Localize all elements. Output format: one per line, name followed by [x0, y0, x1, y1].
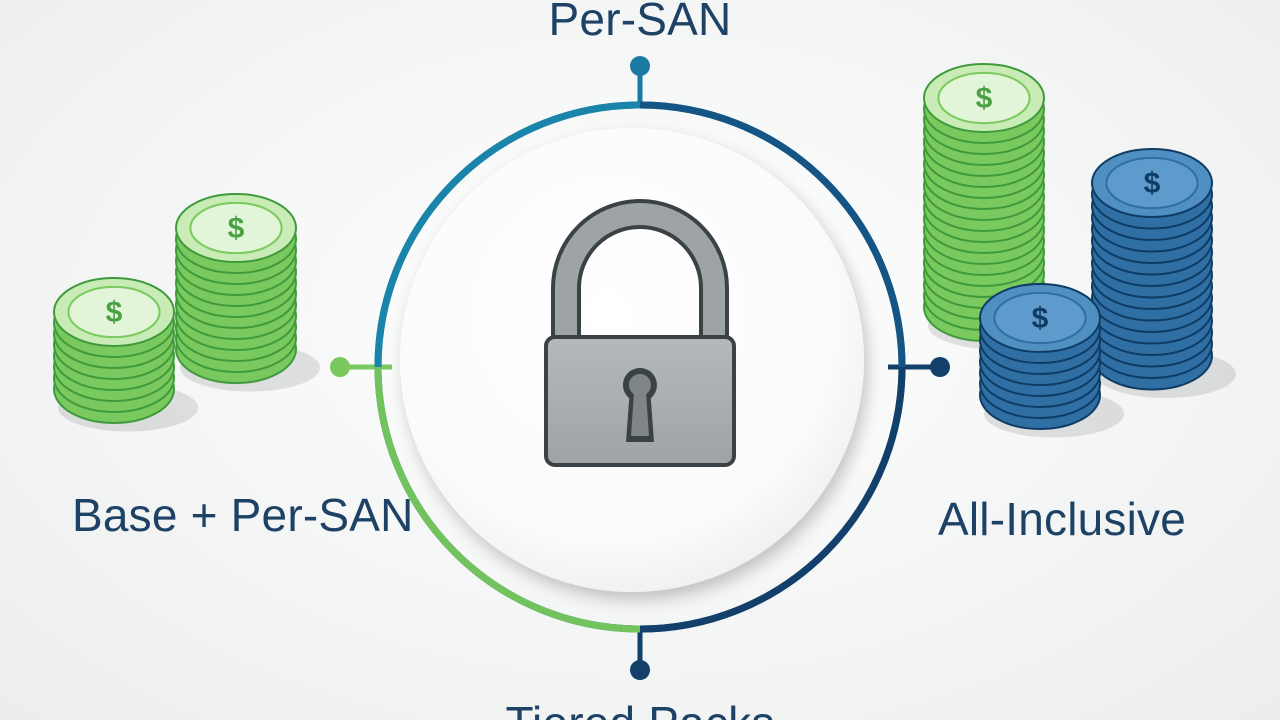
dollar-icon: $ — [228, 212, 245, 245]
dollar-icon: $ — [1032, 302, 1049, 335]
connector-left — [330, 357, 392, 377]
connector-top — [630, 56, 650, 106]
coin-stack-left-tall: $ — [175, 193, 320, 392]
dollar-icon: $ — [106, 296, 123, 329]
coin-stack-right-blue-short: $ — [979, 283, 1124, 438]
label-all-inclusive: All-Inclusive — [938, 493, 1187, 545]
outer-ring — [374, 101, 906, 633]
coin-stack-left-short: $ — [53, 277, 198, 432]
label-per-san: Per-SAN — [548, 0, 732, 45]
connector-bottom — [630, 628, 650, 680]
label-base-plus-per-san: Base + Per-SAN — [72, 489, 414, 541]
coin-stacks: $ $ $ $ $ — [53, 63, 1236, 438]
label-tiered-packs: Tiered Packs — [0, 700, 1280, 720]
padlock-icon — [544, 199, 736, 467]
connector-right — [888, 357, 950, 377]
coin-stack-right-blue-tall: $ — [1091, 148, 1236, 399]
dollar-icon: $ — [1144, 167, 1161, 200]
dollar-icon: $ — [976, 82, 993, 115]
